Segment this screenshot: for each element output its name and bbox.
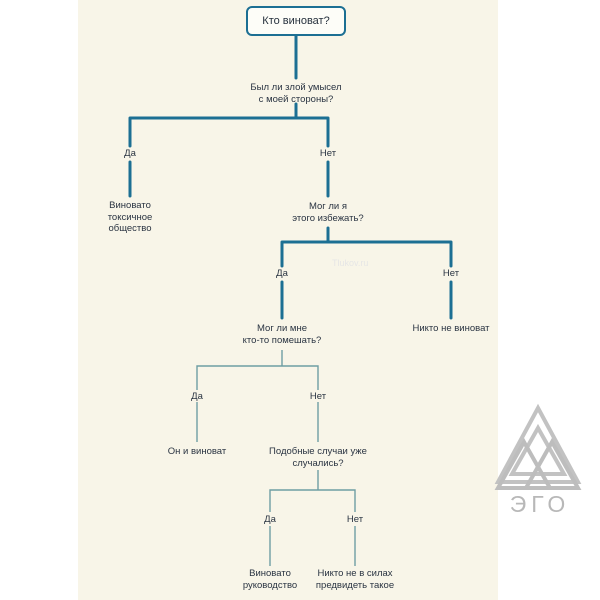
question-avoid: Мог ли я этого избежать? bbox=[292, 201, 364, 224]
ego-logo-icon bbox=[494, 403, 582, 490]
watermark-text: Tlukov.ru bbox=[332, 258, 369, 268]
answer-toxic-society: Виновато токсичное общество bbox=[107, 200, 153, 234]
edge-label-q1-yes: Да bbox=[124, 148, 136, 159]
edge-label-q3-yes: Да bbox=[191, 391, 203, 402]
answer-nobody-guilty: Никто не виноват bbox=[412, 323, 490, 334]
edge-label-q4-yes: Да bbox=[264, 514, 276, 525]
edge-label-q3-no: Нет bbox=[309, 391, 327, 402]
answer-unpredictable: Никто не в силах предвидеть такое bbox=[315, 568, 395, 591]
edge-label-q2-yes: Да bbox=[276, 268, 288, 279]
question-happened-before: Подобные случаи уже случались? bbox=[269, 446, 367, 469]
answer-management-guilty: Виновато руководство bbox=[242, 568, 298, 591]
root-question: Кто виноват? bbox=[262, 15, 330, 27]
logo-text: ЭГО bbox=[509, 491, 571, 517]
flowchart-panel bbox=[78, 0, 498, 600]
question-malice: Был ли злой умысел с моей стороны? bbox=[250, 82, 342, 105]
connector-q3-split bbox=[196, 350, 319, 390]
answer-he-is-guilty: Он и виноват bbox=[167, 446, 227, 457]
question-prevent: Мог ли мне кто-то помешать? bbox=[242, 323, 322, 346]
root-question-box: Кто виноват? bbox=[246, 6, 346, 36]
edge-label-q2-no: Нет bbox=[442, 268, 460, 279]
connector-q1-split bbox=[128, 102, 330, 148]
connector-q4-split bbox=[269, 470, 356, 512]
connector-q2-split bbox=[280, 226, 453, 268]
edge-label-q4-no: Нет bbox=[346, 514, 364, 525]
edge-label-q1-no: Нет bbox=[319, 148, 337, 159]
